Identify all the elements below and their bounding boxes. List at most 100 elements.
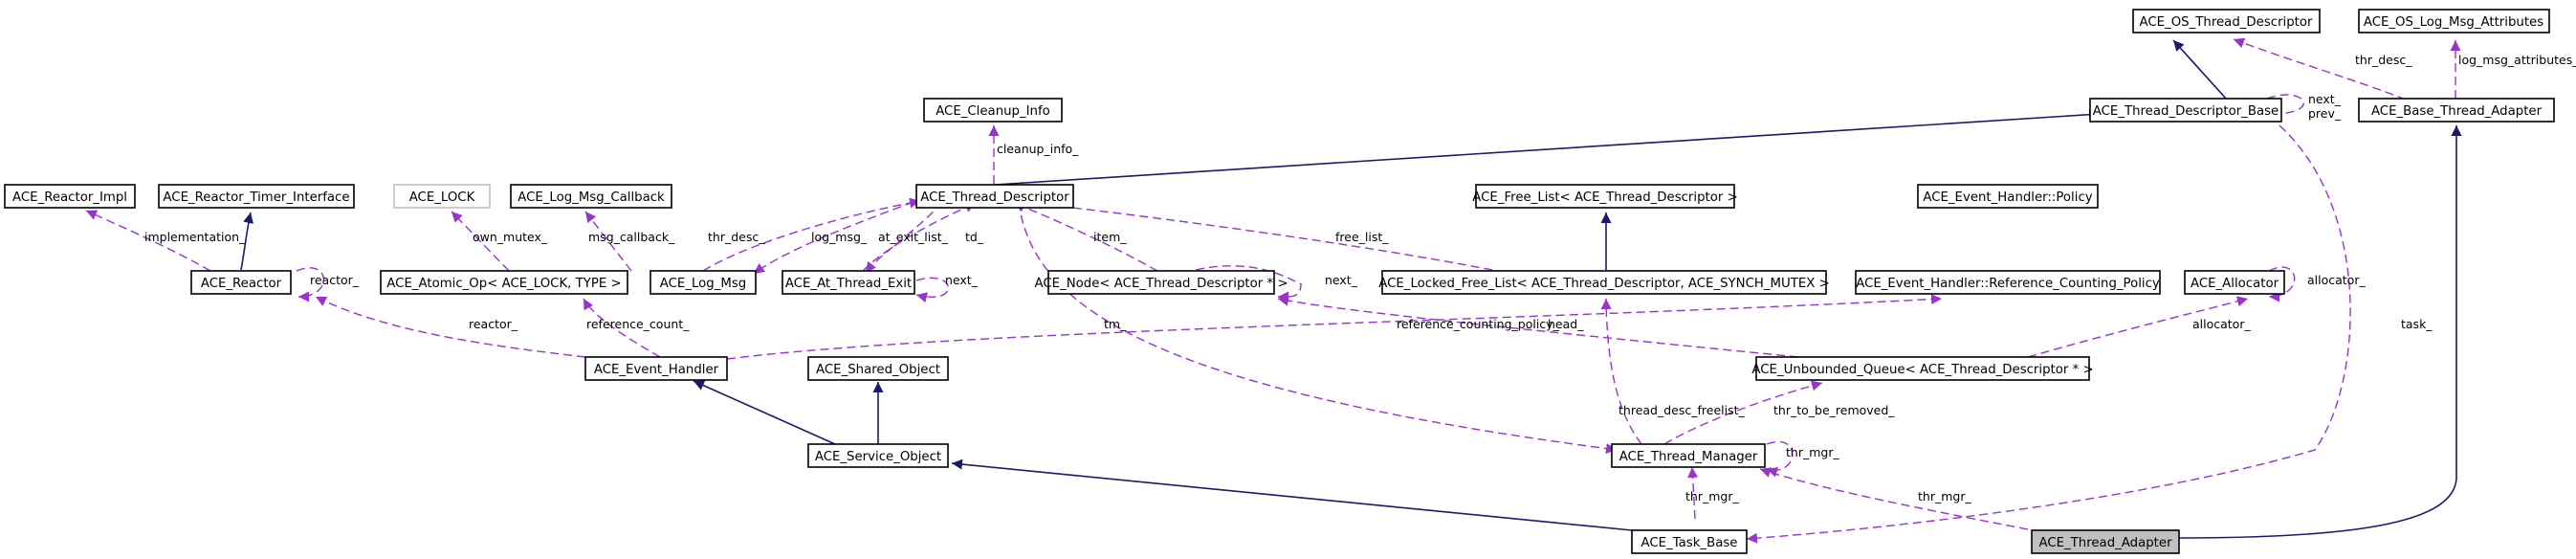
node-os-thread-descriptor[interactable]: ACE_OS_Thread_Descriptor xyxy=(2132,9,2321,34)
node-log-msg[interactable]: ACE_Log_Msg xyxy=(650,270,757,295)
node-os-log-msg-attributes-label: ACE_OS_Log_Msg_Attributes xyxy=(2364,15,2543,30)
label-task: task_ xyxy=(2401,317,2433,331)
node-thread-descriptor-label: ACE_Thread_Descriptor xyxy=(920,190,1069,205)
edge-use-item xyxy=(1013,201,1158,272)
edge-use-head xyxy=(1277,295,1799,358)
label-free-list: free_list_ xyxy=(1335,230,1389,244)
edge-use-reactor-self xyxy=(296,267,325,302)
edge-use-atexit-self xyxy=(915,277,950,303)
label-thr-desc-top: thr_desc_ xyxy=(2355,53,2412,67)
node-thread-manager[interactable]: ACE_Thread_Manager xyxy=(1611,443,1766,468)
label-td: td_ xyxy=(965,230,984,244)
node-node-thread-descriptor-label: ACE_Node< ACE_Thread_Descriptor * > xyxy=(1035,277,1288,291)
node-cleanup-info[interactable]: ACE_Cleanup_Info xyxy=(923,98,1063,123)
node-os-thread-descriptor-label: ACE_OS_Thread_Descriptor xyxy=(2140,15,2314,30)
label-thr-mgr-adapter: thr_mgr_ xyxy=(1918,489,1971,503)
node-thread-adapter-label: ACE_Thread_Adapter xyxy=(2038,536,2172,550)
edge-use-logmsg-threaddesc xyxy=(753,201,914,275)
node-reference-counting-policy[interactable]: ACE_Event_Handler::Reference_Counting_Po… xyxy=(1855,270,2161,295)
node-log-msg-callback[interactable]: ACE_Log_Msg_Callback xyxy=(510,184,672,209)
label-thr-desc: thr_desc_ xyxy=(708,230,765,244)
node-reactor-impl[interactable]: ACE_Reactor_Impl xyxy=(4,184,136,209)
label-thr-mgr-self: thr_mgr_ xyxy=(1786,445,1839,459)
label-reference-counting-policy: reference_counting_policy_ xyxy=(1397,317,1560,331)
edge-use-refcountingpolicy xyxy=(726,294,1943,360)
edge-inherit-reactor-from-timerinterface xyxy=(240,212,253,271)
edge-inherit-threadadapter-from-basethreadadapter xyxy=(2178,125,2462,539)
node-event-handler-policy[interactable]: ACE_Event_Handler::Policy xyxy=(1917,184,2099,209)
edge-use-node-self xyxy=(1195,265,1302,302)
edge-use-thrtoberemoved xyxy=(1663,380,1823,445)
node-reactor-impl-label: ACE_Reactor_Impl xyxy=(12,190,127,205)
node-free-list-label: ACE_Free_List< ACE_Thread_Descriptor > xyxy=(1472,190,1737,205)
node-thread-manager-label: ACE_Thread_Manager xyxy=(1619,450,1758,464)
edge-use-thrdesc-logmsg xyxy=(702,197,921,272)
node-allocator[interactable]: ACE_Allocator xyxy=(2184,270,2285,295)
node-service-object-label: ACE_Service_Object xyxy=(815,450,941,464)
node-reference-counting-policy-label: ACE_Event_Handler::Reference_Counting_Po… xyxy=(1856,277,2160,291)
node-ace-lock-label: ACE_LOCK xyxy=(409,190,475,205)
edge-use-tm xyxy=(1018,201,1618,455)
node-reactor-timer-interface[interactable]: ACE_Reactor_Timer_Interface xyxy=(158,184,355,209)
edge-use-atexitlist xyxy=(865,201,943,274)
node-atomic-op[interactable]: ACE_Atomic_Op< ACE_LOCK, TYPE > xyxy=(380,270,628,295)
label-allocator-self: allocator_ xyxy=(2307,273,2366,287)
node-node-thread-descriptor[interactable]: ACE_Node< ACE_Thread_Descriptor * > xyxy=(1035,270,1288,295)
edge-use-thrdesc-top xyxy=(2233,37,2407,101)
label-thread-desc-freelist: thread_desc_freelist_ xyxy=(1618,403,1745,417)
edge-use-allocator-self xyxy=(2268,266,2296,302)
edge-use-task xyxy=(1746,124,2351,544)
node-at-thread-exit[interactable]: ACE_At_Thread_Exit xyxy=(782,270,915,295)
edge-use-reactor xyxy=(315,296,586,358)
label-at-exit-list: at_exit_list_ xyxy=(878,230,949,244)
label-allocator: allocator_ xyxy=(2192,317,2251,331)
node-unbounded-queue-label: ACE_Unbounded_Queue< ACE_Thread_Descript… xyxy=(1751,363,2093,377)
node-reactor[interactable]: ACE_Reactor xyxy=(190,270,292,295)
edge-inherit-taskbase-from-serviceobject xyxy=(951,458,1633,531)
edge-use-thrmgr-self xyxy=(1766,441,1794,478)
node-shared-object[interactable]: ACE_Shared_Object xyxy=(807,356,949,381)
node-thread-descriptor[interactable]: ACE_Thread_Descriptor xyxy=(915,184,1074,209)
node-log-msg-callback-label: ACE_Log_Msg_Callback xyxy=(517,190,665,205)
node-base-thread-adapter[interactable]: ACE_Base_Thread_Adapter xyxy=(2358,98,2555,123)
node-thread-descriptor-base[interactable]: ACE_Thread_Descriptor_Base xyxy=(2089,98,2282,123)
label-thr-mgr-task: thr_mgr_ xyxy=(1685,489,1739,503)
node-thread-descriptor-base-label: ACE_Thread_Descriptor_Base xyxy=(2093,104,2279,119)
node-task-base-label: ACE_Task_Base xyxy=(1641,536,1738,550)
node-allocator-label: ACE_Allocator xyxy=(2191,277,2279,291)
node-event-handler-label: ACE_Event_Handler xyxy=(594,363,719,377)
edge-inherit-descbase-from-osdesc xyxy=(2172,39,2228,101)
edge-inherit-threaddesc-from-descbase xyxy=(994,109,2101,186)
label-prev: prev_ xyxy=(2308,106,2342,121)
node-thread-adapter[interactable]: ACE_Thread_Adapter xyxy=(2031,529,2180,554)
label-msg-callback: msg_callback_ xyxy=(588,230,675,244)
node-locked-free-list-label: ACE_Locked_Free_List< ACE_Thread_Descrip… xyxy=(1378,277,1830,291)
label-reactor-self: reactor_ xyxy=(310,273,360,287)
node-free-list[interactable]: ACE_Free_List< ACE_Thread_Descriptor > xyxy=(1472,184,1738,209)
edge-use-allocator xyxy=(2027,296,2249,358)
node-ace-lock[interactable]: ACE_LOCK xyxy=(393,184,491,209)
label-log-msg-attributes: log_msg_attributes_ xyxy=(2458,53,2576,67)
node-os-log-msg-attributes[interactable]: ACE_OS_Log_Msg_Attributes xyxy=(2358,9,2550,34)
edge-use-thrmgr-task xyxy=(1687,466,1699,520)
node-service-object[interactable]: ACE_Service_Object xyxy=(807,443,949,468)
node-locked-free-list[interactable]: ACE_Locked_Free_List< ACE_Thread_Descrip… xyxy=(1378,270,1830,295)
node-at-thread-exit-label: ACE_At_Thread_Exit xyxy=(785,277,912,291)
node-event-handler[interactable]: ACE_Event_Handler xyxy=(584,356,728,381)
label-next-exit: next_ xyxy=(945,273,979,287)
edge-use-thrmgr-adapter xyxy=(1759,467,2029,530)
label-next-node: next_ xyxy=(1325,273,1358,287)
label-reactor: reactor_ xyxy=(469,317,518,331)
node-event-handler-policy-label: ACE_Event_Handler::Policy xyxy=(1923,190,2092,205)
edge-use-threaddescfreelist xyxy=(1600,298,1642,445)
node-task-base[interactable]: ACE_Task_Base xyxy=(1631,529,1748,554)
node-atomic-op-label: ACE_Atomic_Op< ACE_LOCK, TYPE > xyxy=(386,277,621,291)
node-unbounded-queue[interactable]: ACE_Unbounded_Queue< ACE_Thread_Descript… xyxy=(1751,356,2094,381)
label-item: item_ xyxy=(1093,230,1127,244)
node-log-msg-label: ACE_Log_Msg xyxy=(660,277,746,291)
node-cleanup-info-label: ACE_Cleanup_Info xyxy=(936,104,1050,119)
label-reference-count: reference_count_ xyxy=(586,317,690,331)
label-log-msg: log_msg_ xyxy=(811,230,868,244)
node-shared-object-label: ACE_Shared_Object xyxy=(816,363,940,377)
